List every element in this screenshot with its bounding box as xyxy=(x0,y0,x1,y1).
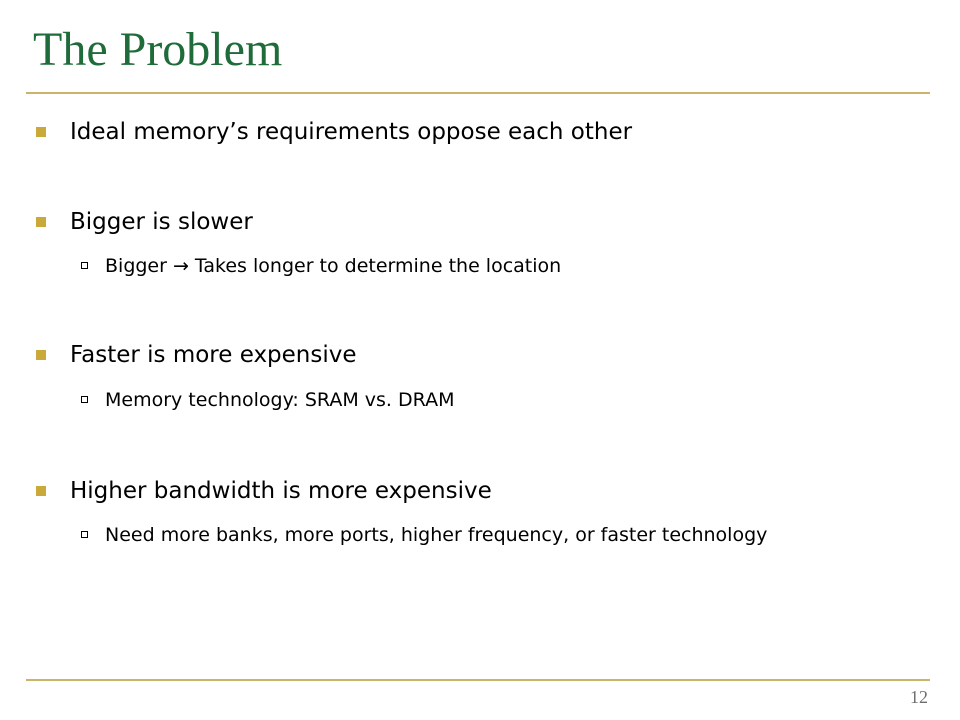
square-bullet-icon xyxy=(36,486,46,496)
sub-bullet-text: Memory technology: SRAM vs. DRAM xyxy=(105,389,455,411)
bullet-text: Ideal memory’s requirements oppose each … xyxy=(70,119,633,145)
sub-bullet-text: Bigger → Takes longer to determine the l… xyxy=(105,255,562,277)
square-bullet-icon xyxy=(36,350,46,360)
page-number: 12 xyxy=(910,687,928,707)
square-bullet-icon xyxy=(36,127,46,137)
hollow-square-bullet-icon xyxy=(81,396,88,403)
sub-bullet-text: Need more banks, more ports, higher freq… xyxy=(105,524,768,546)
bullet-text: Higher bandwidth is more expensive xyxy=(70,478,492,504)
bullet-text: Faster is more expensive xyxy=(70,342,357,368)
slide-title: The Problem xyxy=(33,23,283,76)
title-divider xyxy=(26,92,930,94)
square-bullet-icon xyxy=(36,217,46,227)
footer-divider xyxy=(26,679,930,681)
bullet-text: Bigger is slower xyxy=(70,209,253,235)
hollow-square-bullet-icon xyxy=(81,262,88,269)
hollow-square-bullet-icon xyxy=(81,531,88,538)
